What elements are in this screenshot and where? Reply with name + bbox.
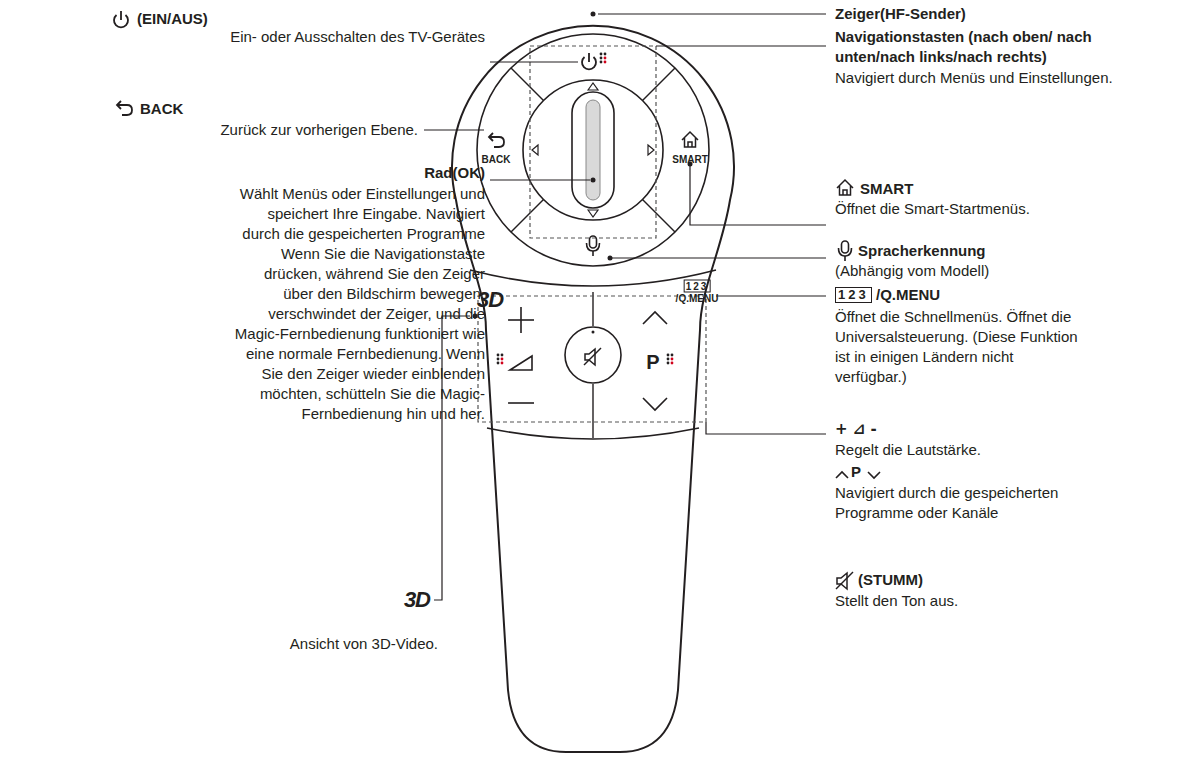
mute-icon — [836, 572, 853, 589]
description: Navigiert durch Menüs und Einstellungen. — [835, 68, 1135, 88]
button-label: P — [646, 351, 659, 373]
description: Öffnet die Smart-Startmenüs. — [835, 199, 1155, 219]
description: Öffnet die Schnellmenüs. Öffnet die Univ… — [835, 307, 1085, 387]
smart-icon — [682, 132, 698, 147]
indicator-dots — [497, 354, 504, 365]
button-name: Rad(OK) — [300, 163, 485, 183]
mic-icon — [587, 236, 600, 256]
leader-dot — [591, 178, 596, 183]
ring-dividers — [511, 68, 675, 232]
description: Ein- oder Ausschalten des TV-Gerätes — [225, 27, 485, 47]
panel-divider — [592, 384, 593, 438]
button-name: 123 — [835, 287, 872, 303]
button-ring — [477, 34, 709, 266]
button-label: BACK — [482, 154, 511, 166]
button-name: (STUMM) — [858, 570, 923, 590]
mute-dot — [592, 331, 595, 334]
indicator-dots — [600, 53, 607, 64]
panel-arc — [470, 270, 716, 286]
button-name: Navigationstasten (nach oben/ nach unten… — [835, 27, 1155, 67]
button-label: 123 — [684, 280, 711, 293]
back-icon — [489, 133, 504, 147]
description: Stellt den Ton aus. — [835, 591, 1135, 611]
description: (Abhängig vom Modell) — [835, 261, 1155, 281]
back-icon — [117, 101, 132, 115]
button-name: (EIN/AUS) — [137, 9, 208, 29]
volume-keys — [508, 307, 534, 403]
wheel-grip — [586, 100, 600, 200]
panel-divider — [592, 292, 593, 326]
nav-disc — [523, 80, 663, 220]
button-name: SMART — [860, 179, 913, 199]
leader-dot — [608, 256, 613, 261]
button-name: BACK — [140, 99, 183, 119]
mute-button — [565, 327, 621, 383]
smart-icon — [837, 180, 853, 195]
remote-body — [452, 26, 734, 752]
mute-icon — [584, 348, 601, 365]
button-name: 3D — [330, 588, 430, 612]
button-label: 3D — [477, 288, 503, 312]
wheel — [572, 92, 614, 208]
button-name: /Q.MENU — [876, 285, 940, 305]
power-icon — [582, 53, 596, 69]
indicator-dots — [667, 354, 674, 365]
description: Ansicht von 3D-Video. — [200, 634, 438, 654]
power-icon — [114, 11, 128, 27]
description: Wählt Menüs oder Einstellungen und speic… — [232, 184, 485, 424]
part-name: Zeiger(HF-Sender) — [835, 4, 966, 24]
keys-dashed-frame — [478, 296, 706, 422]
leader-lines — [424, 14, 826, 600]
button-label: SMART — [672, 154, 708, 166]
nav-dashed-frame — [530, 46, 656, 238]
nav-arrows — [532, 83, 654, 217]
description: Zurück zur vorherigen Ebene. — [100, 120, 418, 140]
leader-dot — [591, 12, 596, 17]
mic-icon — [839, 241, 852, 261]
button-label: /Q.MENU — [676, 293, 719, 305]
channel-keys — [643, 312, 667, 410]
description: Navigiert durch die gespeicherten Progra… — [835, 483, 1090, 523]
button-name: P — [851, 462, 861, 482]
button-name: + ⊿ - — [835, 419, 877, 439]
description: Regelt die Lautstärke. — [835, 440, 1135, 460]
button-name: Spracherkennung — [858, 241, 986, 261]
